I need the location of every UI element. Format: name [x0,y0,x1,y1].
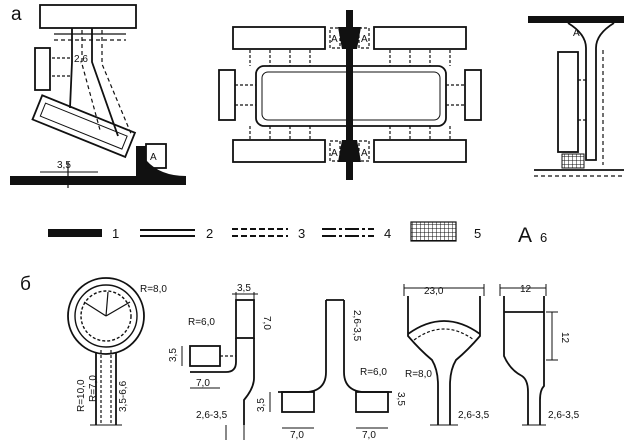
dim-2-6-3-5-t: 2,6-3,5 [351,310,362,342]
fork-terminal-drawing [403,284,485,426]
dim-7-0-t-left: 7,0 [290,430,304,440]
dim-r6-l-joint: R=6,0 [188,317,215,328]
dim-2-6-3-5-l: 2,6-3,5 [196,410,228,421]
dim-7-0-t-right: 7,0 [362,430,376,440]
dim-r6-t-joint: R=6,0 [360,367,387,378]
t-joint-drawing [269,299,392,429]
legend-num-5: 5 [474,226,481,241]
dim-12-top: 12 [520,284,532,295]
dim-3-5-side: 3,5 [168,348,179,362]
marker-a-center-2: А [361,34,368,45]
dim-r8-ring: R=8,0 [140,284,167,295]
dim-label-3-5: 3,5 [57,160,71,171]
dim-23-0: 23,0 [424,286,444,297]
legend: 1 2 3 4 5 А 6 [48,221,547,247]
ring-terminal-drawing [67,277,145,426]
flat-tab-drawing [499,284,558,426]
l-joint-drawing [181,292,258,440]
marker-a-left: А [150,152,157,163]
dim-3-5-t-right: 3,5 [395,392,406,406]
dim-3-5-top: 3,5 [237,283,251,294]
dim-7-0-vert: 7,0 [261,316,272,330]
legend-symbol-mixed-line [322,228,374,237]
dim-r10: R=10,0 [76,379,87,412]
dim-12-side: 12 [559,332,570,344]
dim-3-5-6-6: 3,5-6,6 [118,380,129,412]
section-label-a: а [11,4,22,25]
legend-symbol-dashed-double [232,228,288,237]
marker-a-right: А [573,28,580,39]
legend-num-4: 4 [384,226,391,241]
legend-num-3: 3 [298,226,305,241]
legend-num-2: 2 [206,226,213,241]
marker-a-center-1: А [331,34,338,45]
dim-2-6-3-5-tab: 2,6-3,5 [548,410,580,421]
right-vertical-diagram [528,16,624,177]
legend-symbol-letter: А [518,224,532,247]
legend-num-6: 6 [540,230,547,245]
dim-r7: R=7,0 [88,375,99,402]
legend-symbol-grid-box [410,221,457,242]
legend-num-1: 1 [112,226,119,241]
dim-3-5-t-left: 3,5 [256,398,267,412]
section-label-b: б [20,274,31,295]
dim-2-6-3-5-fork: 2,6-3,5 [458,410,490,421]
center-symmetric-diagram [218,10,482,180]
dim-label-2-6: 2,6 [74,54,88,65]
dim-7-0-horiz: 7,0 [196,378,210,389]
left-bent-connector-diagram [10,4,186,188]
legend-symbol-double-line [140,229,195,237]
legend-symbol-solid-bar [48,229,102,237]
marker-a-center-3: А [331,148,338,159]
dim-r8-fork: R=8,0 [405,369,432,380]
marker-a-center-4: А [361,148,368,159]
